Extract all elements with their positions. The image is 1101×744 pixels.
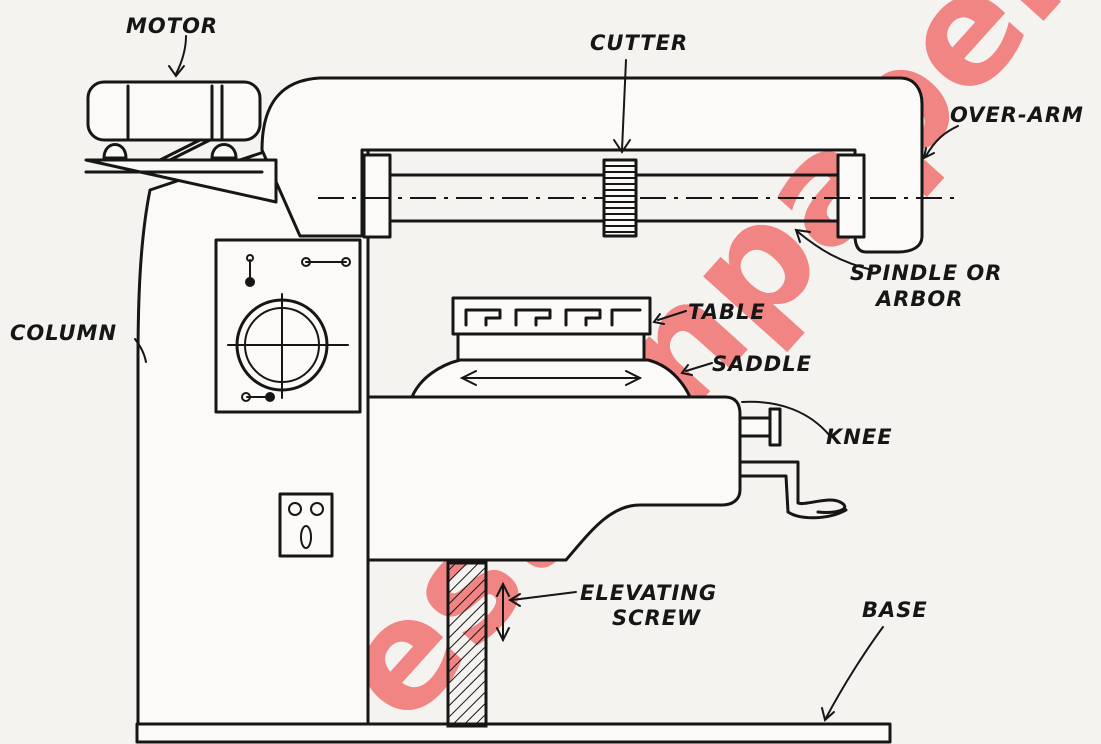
table-label: TABLE xyxy=(688,300,766,324)
motor xyxy=(84,80,278,204)
base-label: BASE xyxy=(862,598,928,622)
leader-lines xyxy=(134,35,959,722)
spindle-label-line-2: ARBOR xyxy=(874,287,963,311)
base-plate xyxy=(135,722,892,744)
cutter xyxy=(602,158,638,238)
knee-crank xyxy=(738,407,848,520)
elevating-arrow xyxy=(496,581,510,643)
saddle-travel-arrow xyxy=(459,370,643,386)
saddle-label: SADDLE xyxy=(712,352,812,376)
arbor-support-right xyxy=(836,153,866,239)
column-label: COLUMN xyxy=(10,321,117,345)
over-arm xyxy=(260,76,924,254)
control-panel xyxy=(214,238,362,414)
motor-label: MOTOR xyxy=(126,14,218,38)
spindle-label-line-1: SPINDLE OR xyxy=(850,261,1002,285)
elevating-screw-label-line-2: SCREW xyxy=(612,606,701,630)
switch-box xyxy=(278,492,334,558)
elevating-screw-label-line-1: ELEVATING xyxy=(580,581,717,605)
elevating-screw xyxy=(446,561,488,728)
knee-label: KNEE xyxy=(826,425,893,449)
cutter-label: CUTTER xyxy=(590,31,688,55)
arbor-support-left xyxy=(362,153,392,239)
knee xyxy=(366,395,742,562)
over-arm-label: OVER-ARM xyxy=(950,103,1084,127)
table xyxy=(451,296,652,362)
